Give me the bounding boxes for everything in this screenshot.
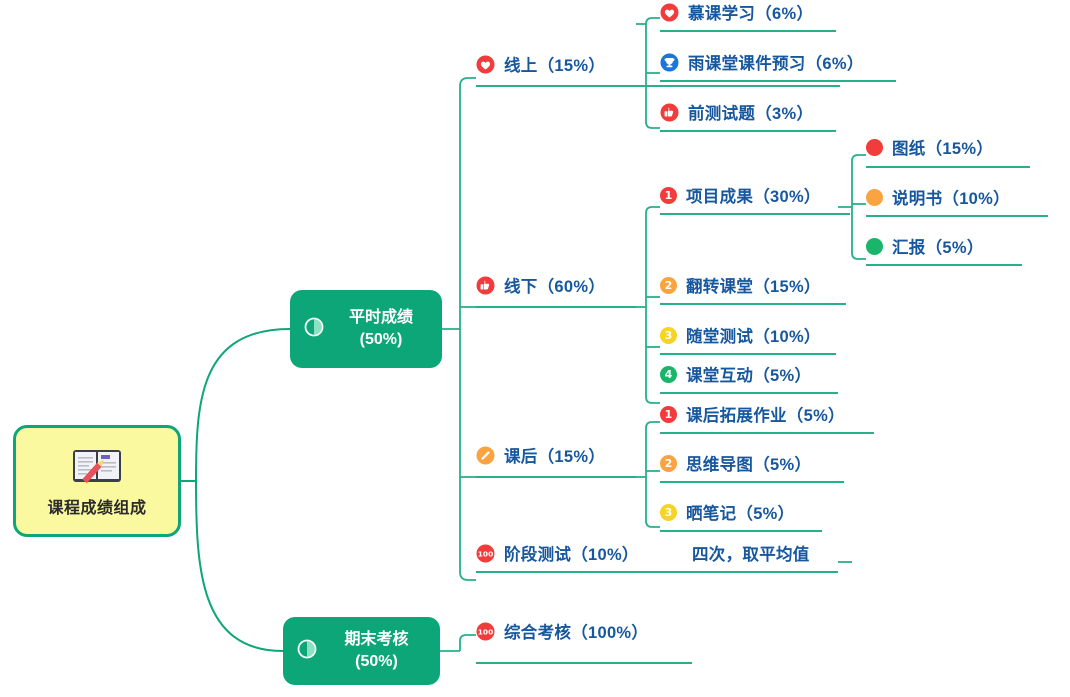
- pencil-circle-icon: [476, 446, 495, 465]
- thumbs-up-icon: [476, 276, 495, 295]
- number-2-icon: 2: [660, 454, 677, 472]
- topic-label: 项目成果（30%）: [686, 188, 821, 206]
- root-node[interactable]: 课程成绩组成: [13, 425, 181, 537]
- topic-label: 说明书（10%）: [892, 190, 1010, 208]
- dot-icon: [866, 237, 883, 255]
- topic-zonghekaohe[interactable]: 100 综合考核（100%）: [476, 619, 648, 643]
- branch-node-pingshi-label: 平时成绩(50%): [348, 309, 413, 348]
- topic-label: 晒笔记（5%）: [686, 505, 795, 523]
- topic-label: 翻转课堂（15%）: [686, 278, 821, 296]
- svg-text:100: 100: [478, 627, 493, 636]
- topic-siweidaotu[interactable]: 2 思维导图（5%）: [660, 451, 811, 475]
- topic-label: 综合考核（100%）: [504, 624, 649, 642]
- open-book-pencil-icon: [70, 444, 124, 488]
- topic-xianxia[interactable]: 线下（60%）: [476, 273, 605, 297]
- topic-label: 课堂互动（5%）: [686, 367, 812, 385]
- topic-label: 阶段测试（10%）: [504, 546, 639, 564]
- topic-ketanghudong[interactable]: 4 课堂互动（5%）: [660, 362, 811, 386]
- branch-node-pingshi[interactable]: 平时成绩(50%): [290, 290, 442, 368]
- heart-icon: [476, 55, 495, 74]
- hundred-points-icon: 100: [476, 544, 495, 563]
- topic-jieduanceshi[interactable]: 100 阶段测试（10%）: [476, 541, 639, 565]
- topic-kehoutuozhan[interactable]: 1 课后拓展作业（5%）: [660, 402, 845, 426]
- topic-label: 线下（60%）: [504, 278, 606, 296]
- topic-label: 课后（15%）: [504, 448, 606, 466]
- topic-xiangmuchengguo[interactable]: 1 项目成果（30%）: [660, 183, 821, 207]
- topic-label: 图纸（15%）: [892, 140, 994, 158]
- number-3-icon: 3: [660, 326, 677, 344]
- topic-label: 线上（15%）: [504, 57, 606, 75]
- number-3-icon: 3: [660, 503, 677, 521]
- topic-label: 汇报（5%）: [892, 239, 984, 257]
- topic-qianceshiti[interactable]: 前测试题（3%）: [660, 100, 813, 124]
- topic-label: 四次，取平均值: [692, 546, 810, 564]
- topic-muke[interactable]: 慕课学习（6%）: [660, 0, 813, 24]
- topic-kehou[interactable]: 课后（15%）: [476, 443, 605, 467]
- svg-text:100: 100: [478, 549, 493, 558]
- dot-icon: [866, 188, 883, 206]
- dot-icon: [866, 138, 883, 156]
- hundred-points-icon: 100: [476, 622, 495, 641]
- topic-yuketang[interactable]: 雨课堂课件预习（6%）: [660, 50, 864, 74]
- topic-label: 课后拓展作业（5%）: [686, 407, 845, 425]
- topic-sici-pingjunzhi[interactable]: 四次，取平均值: [692, 541, 810, 565]
- topic-label: 思维导图（5%）: [686, 456, 812, 474]
- half-circle-icon: [297, 639, 317, 664]
- branch-node-qimo[interactable]: 期末考核(50%): [283, 617, 440, 685]
- topic-suitangceshi[interactable]: 3 随堂测试（10%）: [660, 323, 821, 347]
- topic-shaibiji[interactable]: 3 晒笔记（5%）: [660, 500, 794, 524]
- topic-label: 前测试题（3%）: [688, 105, 814, 123]
- topic-tuzhi[interactable]: 图纸（15%）: [866, 135, 993, 159]
- root-label: 课程成绩组成: [47, 500, 147, 517]
- thumbs-up-icon: [660, 103, 679, 122]
- topic-label: 慕课学习（6%）: [688, 5, 814, 23]
- trophy-icon: [660, 53, 679, 72]
- topic-label: 雨课堂课件预习（6%）: [688, 55, 864, 73]
- topic-huibao[interactable]: 汇报（5%）: [866, 234, 984, 258]
- topic-shuomingshu[interactable]: 说明书（10%）: [866, 185, 1010, 209]
- number-2-icon: 2: [660, 276, 677, 294]
- number-1-icon: 1: [660, 186, 677, 204]
- topic-fanzhuanketang[interactable]: 2 翻转课堂（15%）: [660, 273, 821, 297]
- number-4-icon: 4: [660, 365, 677, 383]
- topic-label: 随堂测试（10%）: [686, 328, 821, 346]
- topic-xianshang[interactable]: 线上（15%）: [476, 52, 605, 76]
- half-circle-icon: [304, 317, 324, 342]
- branch-node-qimo-label: 期末考核(50%): [344, 631, 409, 670]
- heart-icon: [660, 3, 679, 22]
- number-1-icon: 1: [660, 405, 677, 423]
